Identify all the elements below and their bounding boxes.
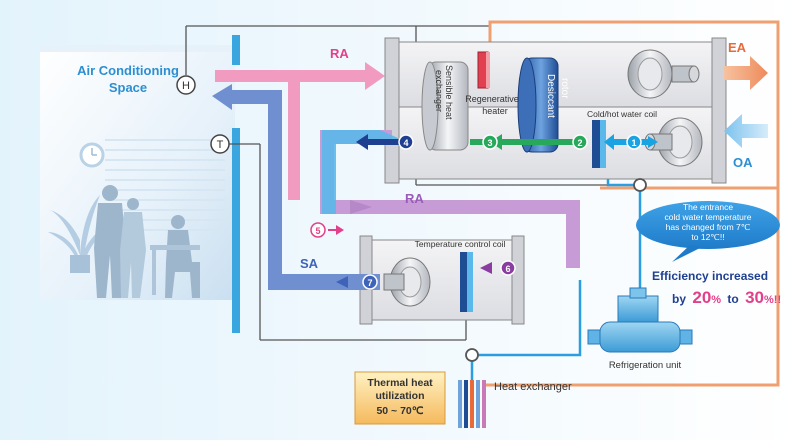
hot-water-loop: [486, 20, 780, 387]
temperature-sensor-icon: T: [210, 134, 230, 154]
heat-exchanger-label: Heat exchanger: [494, 381, 572, 393]
ea-label: EA: [728, 40, 747, 55]
step-badge-4: 4: [398, 134, 414, 150]
space-title-line1: Air Conditioning: [77, 63, 179, 78]
cold-hot-coil-label: Cold/hot water coil: [587, 109, 657, 119]
ra-top-arrow: [215, 62, 385, 200]
temperature-control-coil: [460, 252, 473, 312]
efficiency-line1: Efficiency increased: [652, 269, 768, 283]
people-silhouettes: [94, 185, 200, 298]
room-right-wall-lower: [232, 128, 240, 333]
valve-icon-bottom: [465, 348, 479, 362]
cold-water-callout: The entrance cold water temperature has …: [636, 201, 780, 262]
svg-text:2: 2: [577, 138, 582, 148]
svg-text:7: 7: [367, 278, 372, 288]
oa-label: OA: [733, 155, 753, 170]
ea-fan-icon: [627, 49, 700, 99]
space-title-line2: Space: [109, 80, 147, 95]
sensible-heat-label-1: Sensible heat: [444, 65, 454, 120]
callout-line-4: to 12℃!!: [691, 232, 724, 242]
callout-line-2: cold water temperature: [665, 212, 752, 222]
room-wall-top: [40, 45, 235, 52]
svg-text:1: 1: [631, 138, 636, 148]
room-right-wall-upper: [232, 35, 240, 65]
oa-arrow: [724, 114, 768, 148]
svg-text:H: H: [182, 80, 190, 92]
humidity-sensor-icon: H: [176, 75, 196, 95]
refrigeration-unit-icon: [587, 287, 693, 353]
efficiency-line2: by 20% to 30%!!: [672, 288, 781, 307]
sa-fan-icon: [383, 257, 431, 307]
sa-label: SA: [300, 256, 319, 271]
svg-text:3: 3: [487, 138, 492, 148]
process-air-arrow: [322, 130, 398, 214]
plant-icon: [48, 195, 115, 273]
clock-icon: [79, 142, 105, 168]
thermal-line-1: Thermal heat: [367, 377, 433, 389]
heat-exchanger-icon: [458, 380, 486, 428]
step-badge-7: 7: [362, 274, 378, 290]
callout-line-1: The entrance: [683, 202, 733, 212]
sa-out-arrow: [268, 274, 380, 290]
callout-line-3: has changed from 7℃: [666, 222, 751, 232]
sa-return-arrow: [212, 84, 282, 278]
window-blinds: [105, 139, 225, 231]
svg-text:5: 5: [315, 226, 320, 236]
temperature-control-coil-label: Temperature control coil: [415, 239, 506, 249]
sensible-heat-label-2: exchanger: [434, 70, 444, 112]
valve-icon-top: [633, 178, 647, 192]
regenerative-heater: [477, 51, 490, 89]
desiccant-rotor: [517, 57, 559, 153]
air-conditioning-space: Air Conditioning Space: [40, 45, 235, 300]
cold-hot-water-coil: [592, 120, 606, 168]
step-badge-5: 5: [310, 222, 326, 238]
desiccant-label-1: Desiccant: [545, 74, 556, 118]
oa-fan-icon: [644, 117, 703, 167]
sensible-heat-exchanger: [421, 61, 469, 151]
regenerative-label-2: heater: [482, 106, 508, 116]
thermal-line-3: 50 ~ 70℃: [376, 405, 423, 417]
step-badge-1: 1: [626, 134, 642, 150]
step-badge-2: 2: [572, 134, 588, 150]
ra-middle-label: RA: [405, 191, 424, 206]
refrigeration-unit-label: Refrigeration unit: [609, 360, 682, 371]
thermal-line-2: utilization: [376, 390, 425, 402]
thermal-heat-box: Thermal heat utilization 50 ~ 70℃: [354, 371, 446, 425]
svg-text:T: T: [217, 139, 224, 151]
regenerative-label-1: Regenerative: [465, 94, 519, 104]
svg-text:4: 4: [403, 138, 408, 148]
step-badge-3: 3: [482, 134, 498, 150]
ea-arrow: [724, 56, 768, 90]
desiccant-label-2: rotor: [559, 78, 570, 99]
step-badge-6: 6: [500, 260, 516, 276]
svg-text:6: 6: [505, 264, 510, 274]
bottom-unit-casing: [359, 235, 525, 325]
ra-top-label: RA: [330, 46, 349, 61]
